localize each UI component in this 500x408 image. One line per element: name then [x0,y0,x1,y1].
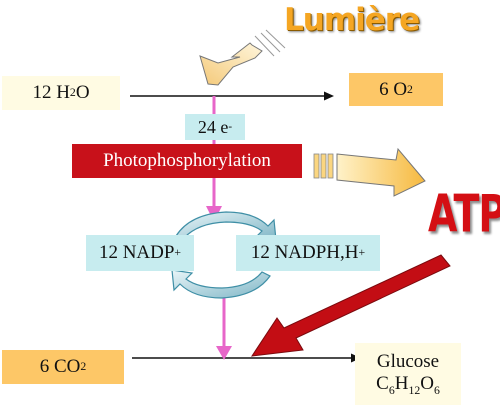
nadph-box: 12 NADPH,H+ [236,235,380,271]
light-arrow-stripe [254,35,275,57]
co2-subscript: 2 [80,360,87,373]
nadp-superscript: + [174,246,182,259]
atp-label: ATP [428,184,500,244]
glucose-name: Glucose [376,350,440,372]
water-to-oxygen-arrowhead [324,91,334,101]
nadp-text: 12 NADP [98,242,175,263]
nadp-box: 12 NADP+ [86,235,194,271]
cycle-arrow-lower [171,269,271,299]
light-label: Lumière [284,2,420,38]
atp-arrow-body [336,147,426,197]
co2-coef: 6 CO [39,356,81,377]
process-label: Photophosphorylation [103,150,271,171]
glucose-formula: C6H12O6 [376,373,440,397]
glucose-box: Glucose C6H12O6 [355,343,461,405]
light-arrow-stripe [260,32,281,53]
water-subscript: 2 [69,86,76,99]
atp-arrow-stripe [327,153,334,179]
glucose-formula-subscript: 12 [408,383,421,397]
electron-flow-lower-arrowhead [216,346,232,360]
atp-to-glucose-arrow [250,254,451,357]
electrons-box: 24 e- [185,114,245,140]
atp-arrow-stripe [313,153,320,179]
nadph-text: 12 NADPH,H [250,242,359,263]
oxygen-subscript: 2 [407,82,413,96]
light-arrow [199,29,286,86]
electrons-text: 24 e [197,116,229,137]
water-tail: O [75,82,90,103]
light-arrow-stripe [265,29,286,49]
photophosphorylation-bar: Photophosphorylation [72,144,302,178]
glucose-formula-subscript: 6 [388,383,395,397]
atp-arrow-stripe [320,153,327,179]
light-arrow-body [199,42,263,86]
oxygen-coef: 6 O [379,78,408,100]
nadph-superscript: + [358,246,366,259]
glucose-formula-element: O [420,372,434,394]
glucose-formula-element: C [376,372,389,394]
electrons-superscript: - [228,121,233,133]
glucose-formula-element: H [394,372,409,394]
water-coef: 12 H [32,82,70,103]
glucose-formula-subscript: 6 [433,383,440,397]
atp-arrow [313,147,426,197]
